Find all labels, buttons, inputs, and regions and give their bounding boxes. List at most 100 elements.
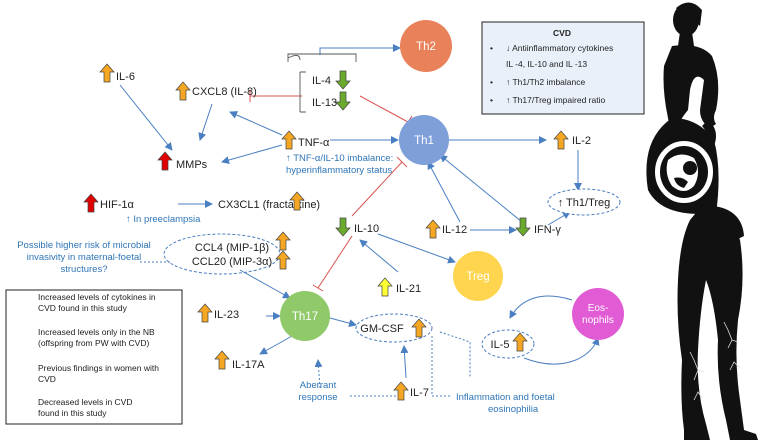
fetus-icon <box>653 139 715 205</box>
cvd-bullet-2: ↑ Th1/Th2 imbalance <box>506 77 585 87</box>
microbial-note-2: invasivity in maternal-foetal <box>27 252 142 263</box>
il6-label: IL-6 <box>116 71 135 83</box>
dotted-links <box>140 261 471 397</box>
il5-label: IL-5 <box>491 339 510 351</box>
cxcl8-up-orange-icon <box>175 81 191 101</box>
inhibit-il10-th17 <box>317 235 353 289</box>
cx3cl1-label: CX3CL1 (fractalkine) <box>218 199 320 211</box>
mmps-up-red-icon <box>157 151 173 171</box>
link-il21-il10 <box>359 239 399 273</box>
il10-label: IL-10 <box>354 223 379 235</box>
eos-label-1: Eos- <box>588 303 609 314</box>
inhibit-il13-th1 <box>359 95 409 123</box>
link-gmcsf-eosnote <box>431 331 471 397</box>
il12-label: IL-12 <box>442 224 467 236</box>
cvd-bullet-1b: IL -4, IL-10 and IL -13 <box>506 59 587 69</box>
il10-down-green-icon <box>335 217 351 237</box>
gmcsf-label: GM-CSF <box>360 323 404 335</box>
link-th17-il17a <box>259 335 293 355</box>
gmcsf-up-orange-icon <box>411 318 427 338</box>
ifng-down-green-icon <box>515 217 531 237</box>
legend-box: Increased levels of cytokines in CVD fou… <box>5 289 183 425</box>
preeclampsia-note: ↑ In preeclampsia <box>126 214 201 225</box>
il2-label: IL-2 <box>572 135 591 147</box>
inhibit-il10-th17-bar <box>312 284 324 292</box>
il5-ellipse <box>481 329 535 359</box>
microbial-note-1: Possible higher risk of microbial <box>17 240 151 251</box>
cvd-bullet-dot-3: • <box>490 95 493 105</box>
eosinophils-node: Eos- nophils <box>572 288 624 340</box>
il4-down-green-icon <box>335 70 351 90</box>
cvd-title: CVD <box>553 28 571 38</box>
cvd-box: CVD • ↓ Antiinflammatory cytokines IL -4… <box>481 21 645 115</box>
il21-up-yellow-icon <box>377 277 393 297</box>
il13-down-green-icon <box>335 91 351 111</box>
il2-up-orange-icon <box>553 130 569 150</box>
link-il7-gmcsf <box>400 345 409 379</box>
legend-yellow-1: Increased levels only in the NB <box>38 327 155 337</box>
th17-label: Th17 <box>292 311 318 323</box>
tnf-note-1: ↑ TNF-α/IL-10 imbalance: <box>286 153 393 164</box>
th17-node: Th17 <box>280 291 330 341</box>
ccl-ellipse <box>163 233 281 275</box>
legend-red-2: CVD <box>38 374 56 384</box>
il23-up-orange-icon <box>197 303 213 323</box>
link-eos-il5 <box>509 295 573 319</box>
eos-note-2: eosinophilia <box>488 404 539 415</box>
th1treg-label: ↑ Th1/Treg <box>558 197 611 209</box>
il13-label: IL-13 <box>312 97 337 109</box>
varicose-veins-icon <box>689 321 741 401</box>
tnf-note-2: hyperinflammatory status <box>286 165 392 176</box>
il7-up-orange-icon <box>393 381 409 401</box>
ifng-label: IFN-γ <box>534 224 561 236</box>
eos-label-2: nophils <box>582 315 614 326</box>
microbial-note-3: structures? <box>61 264 108 275</box>
top-bracket <box>287 53 357 62</box>
link-il12-th1 <box>427 161 461 223</box>
link-il4-th2 <box>319 44 401 55</box>
aberrant-note-2: response <box>298 392 337 403</box>
ccl20-label: CCL20 (MIP-3α) <box>192 256 272 268</box>
link-aberrant-th17 <box>314 359 323 389</box>
th1-label: Th1 <box>414 135 434 147</box>
il7-label: IL-7 <box>410 387 429 399</box>
legend-orange-1: Increased levels of cytokines in <box>38 292 156 302</box>
connections <box>119 44 600 379</box>
link-tnf-mmps <box>221 144 283 164</box>
th1treg-ellipse <box>547 188 621 216</box>
inhibit-il10-th1 <box>351 161 403 217</box>
ccl20-up-orange-icon <box>275 250 291 270</box>
cvd-bullet-3: ↑ Th17/Treg impaired ratio <box>506 95 605 105</box>
mmps-label: MMPs <box>176 159 208 171</box>
link-ifng-th1 <box>439 154 523 223</box>
legend-green-2: found in this study <box>38 408 107 418</box>
th1-node: Th1 <box>399 115 449 165</box>
link-ccl-th17 <box>239 269 291 299</box>
cvd-bullet-1a: ↓ Antiinflammatory cytokines <box>506 43 613 53</box>
hif1a-label: HIF-1α <box>100 199 135 211</box>
treg-node: Treg <box>453 251 503 301</box>
il17a-label: IL-17A <box>232 359 265 371</box>
link-tnf-cxcl8 <box>229 111 283 136</box>
legend-yellow-2: (offspring from PW with CVD) <box>38 338 149 348</box>
link-th17-gmcsf <box>329 317 357 328</box>
th2-label: Th2 <box>416 41 436 53</box>
eos-note-1: Inflammation and foetal <box>456 392 555 403</box>
il6-up-orange-icon <box>99 63 115 83</box>
tnfa-label: TNF-α <box>298 137 330 149</box>
link-il10-treg <box>377 233 456 264</box>
inhibit-links <box>249 90 413 292</box>
treg-label: Treg <box>466 271 489 283</box>
link-il5-eos <box>523 337 600 365</box>
tnfa-up-orange-icon <box>281 130 297 150</box>
il17a-up-orange-icon <box>214 350 230 370</box>
il23-label: IL-23 <box>214 309 239 321</box>
legend-orange-2: CVD found in this study <box>38 303 128 313</box>
il4-label: IL-4 <box>312 75 331 87</box>
il4-il13-bracket <box>287 55 306 113</box>
gmcsf-ellipse <box>355 313 433 343</box>
link-ifng-th1treg <box>547 211 571 226</box>
ccl4-label: CCL4 (MIP-1β) <box>195 242 269 254</box>
